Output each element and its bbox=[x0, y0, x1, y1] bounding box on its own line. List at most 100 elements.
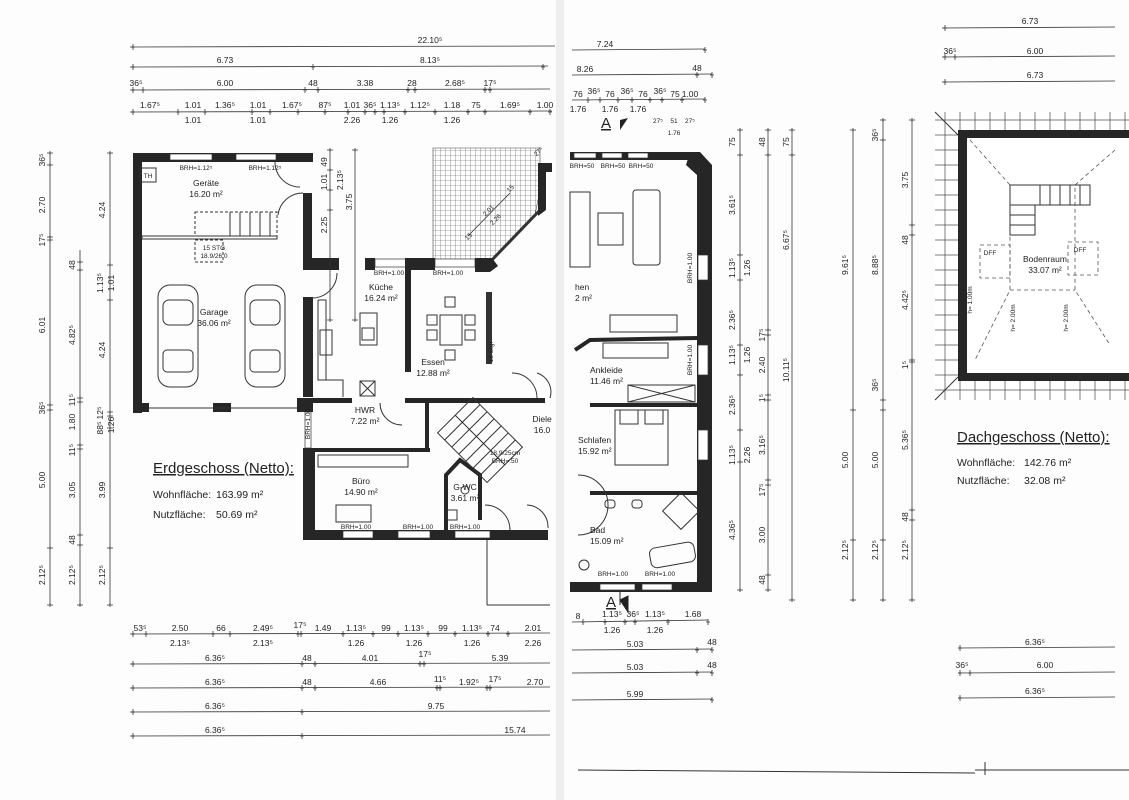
dimension-line bbox=[957, 696, 1116, 699]
dimension-tick bbox=[296, 109, 300, 115]
dimension-label: 1.36⁵ bbox=[215, 100, 235, 110]
room-area: 7.22 m² bbox=[351, 416, 380, 426]
stairs-icon bbox=[1009, 184, 1091, 236]
dimension-label: 7.24 bbox=[597, 39, 614, 49]
dimension-tick bbox=[850, 538, 856, 542]
dimension-label: 2.49⁵ bbox=[253, 623, 273, 633]
dimension-label: 15 bbox=[506, 184, 516, 194]
dimension-label: 27⁵ bbox=[685, 118, 695, 125]
dimension-label: 6.36⁵ bbox=[205, 677, 225, 687]
dimension-label: 2.36⁵ bbox=[727, 395, 737, 415]
dimension-tick bbox=[737, 278, 743, 282]
dimension-tick bbox=[47, 408, 53, 412]
plan-label: h= 2.00m bbox=[1010, 304, 1017, 331]
dimension-label: 8.13⁵ bbox=[420, 55, 440, 65]
dimension-tick bbox=[373, 109, 377, 115]
car-icon bbox=[244, 284, 286, 388]
dimension-label: 2.70 bbox=[527, 677, 544, 687]
room-area: 33.07 m² bbox=[1028, 265, 1062, 275]
dimension-tick bbox=[953, 54, 957, 60]
dimension-label: 49 bbox=[319, 157, 329, 167]
dimension-label: 1.26 bbox=[348, 638, 365, 648]
dimension-label: 1.26 bbox=[742, 259, 752, 276]
dimension-label: 6.36⁵ bbox=[205, 725, 225, 735]
dimension-label: 17⁵ bbox=[37, 234, 47, 247]
dimension-tick bbox=[706, 619, 710, 625]
room-name: Geräte bbox=[193, 178, 219, 188]
dimension-label: 1.00 bbox=[537, 100, 554, 110]
dimension-tick bbox=[250, 109, 254, 115]
dimension-label: 48 bbox=[302, 677, 312, 687]
dimension-label: 66 bbox=[216, 623, 226, 633]
dimension-label: 3.05 bbox=[67, 481, 77, 498]
dimension-tick bbox=[880, 398, 886, 402]
dimension-label: 6.73 bbox=[1027, 70, 1044, 80]
dimension-label: 2.70 bbox=[37, 196, 47, 213]
dimension-tick bbox=[107, 298, 113, 302]
dimension-label: 6.67⁵ bbox=[781, 230, 791, 250]
dimension-label: 1.13⁵ bbox=[380, 100, 400, 110]
dimension-tick bbox=[680, 97, 684, 103]
dimension-tick bbox=[131, 709, 135, 715]
plan-label: BRH=.50 bbox=[492, 458, 519, 465]
dimension-label: 1.69⁵ bbox=[500, 100, 520, 110]
dimension-label: 27⁵ bbox=[533, 146, 545, 158]
dimension-line bbox=[571, 73, 713, 76]
dimension-label: 8.88⁵ bbox=[870, 255, 880, 275]
dimension-tick bbox=[943, 54, 947, 60]
dimension-label: 48 bbox=[308, 78, 318, 88]
dimension-tick bbox=[433, 109, 437, 115]
dimension-tick bbox=[352, 318, 358, 322]
window bbox=[342, 530, 374, 539]
dimension-tick bbox=[703, 47, 707, 53]
section-marker-icon bbox=[619, 592, 629, 614]
dimension-label: 36⁵ bbox=[364, 100, 377, 110]
dimension-line bbox=[571, 48, 706, 51]
dimension-tick bbox=[958, 695, 962, 701]
area-value: 142.76 m² bbox=[1024, 457, 1072, 469]
dimension-label: 1.13⁵ bbox=[462, 623, 482, 633]
dimension-label: 3.00 bbox=[757, 526, 767, 543]
dimension-label: 1.13⁵ bbox=[602, 609, 622, 619]
dimension-tick bbox=[466, 109, 470, 115]
room-area: 16.24 m² bbox=[364, 293, 398, 303]
dimension-label: 2.50 bbox=[172, 623, 189, 633]
dimension-label: 36⁵ bbox=[627, 609, 640, 619]
dimension-label: 1.18 bbox=[444, 100, 461, 110]
dimension-label: 36⁵ bbox=[870, 129, 880, 142]
dimension-label: 1.76 bbox=[630, 104, 647, 114]
dimension-tick bbox=[958, 670, 962, 676]
dimension-line bbox=[129, 88, 551, 91]
dimension-tick bbox=[737, 428, 743, 432]
dimension-line bbox=[129, 632, 551, 635]
area-label: Nutzfläche: bbox=[957, 475, 1010, 487]
room-name: Diele bbox=[532, 414, 552, 424]
dimension-label: 2.13⁵ bbox=[253, 638, 273, 648]
dimension-tick bbox=[77, 533, 83, 537]
dimension-label: 6.36⁵ bbox=[1025, 637, 1045, 647]
dimension-label: 2.12⁵ bbox=[870, 540, 880, 560]
dimension-label: 2.68⁵ bbox=[445, 78, 465, 88]
dimension-label: 1.13⁵ bbox=[95, 273, 105, 293]
dimension-tick bbox=[880, 118, 886, 122]
dimension-label: 1.26 bbox=[106, 416, 116, 433]
dimension-label: 15 bbox=[464, 232, 474, 242]
dimension-tick bbox=[107, 546, 113, 550]
dimension-tick bbox=[300, 733, 304, 739]
dimension-tick bbox=[316, 87, 320, 93]
dimension-tick bbox=[144, 631, 148, 637]
dimension-tick bbox=[107, 263, 113, 267]
dimension-tick bbox=[909, 508, 915, 512]
attic-plan bbox=[577, 111, 1129, 775]
window bbox=[304, 411, 312, 449]
dimension-tick bbox=[710, 697, 714, 703]
dimension-label: 99 bbox=[381, 623, 391, 633]
dimension-label: 17⁵ bbox=[757, 329, 767, 342]
terrace-tiles bbox=[432, 147, 542, 264]
dimension-label: 6.36⁵ bbox=[205, 653, 225, 663]
stairs-icon bbox=[194, 211, 524, 484]
dimension-label: 2.01 bbox=[525, 623, 542, 633]
dimension-tick bbox=[765, 573, 771, 577]
dimension-label: 76 bbox=[573, 89, 583, 99]
dimension-tick bbox=[737, 128, 743, 132]
